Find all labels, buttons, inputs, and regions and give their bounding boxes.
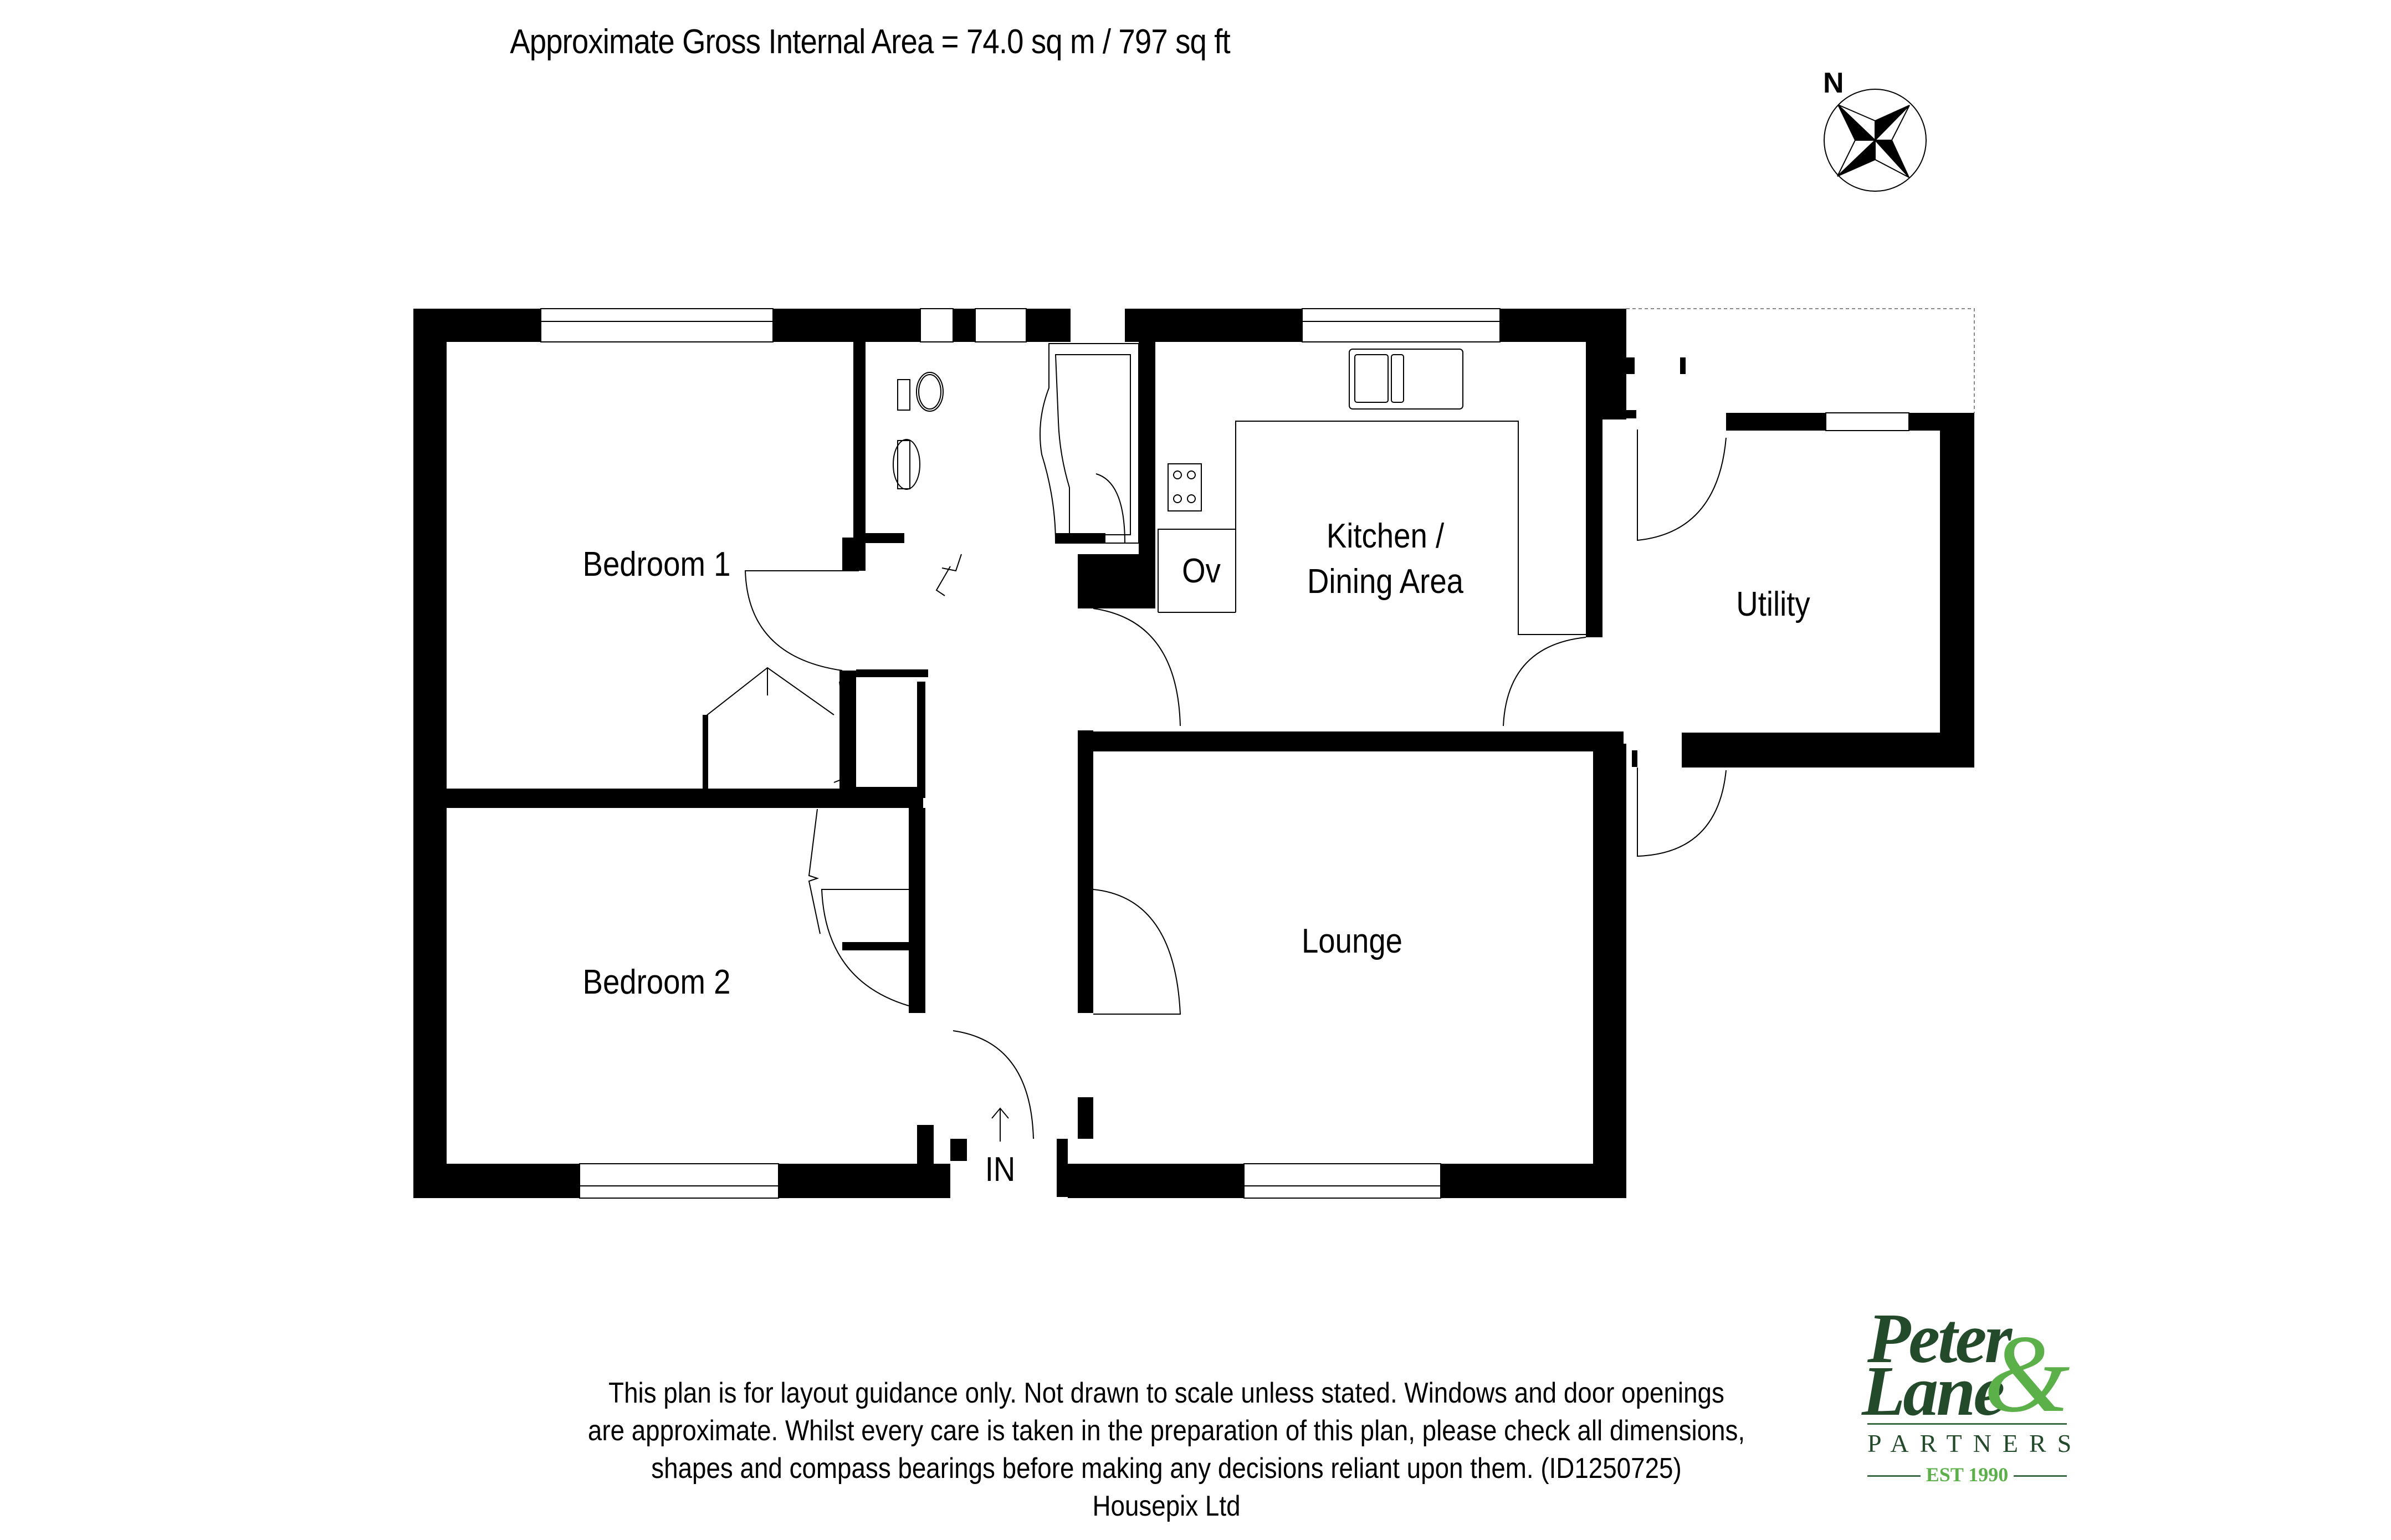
door-bedroom2 <box>821 889 909 1006</box>
compass-north-label: N <box>1823 67 1844 99</box>
logo-partners: PARTNERS <box>1867 1429 2083 1457</box>
logo-word-lane: Lane <box>1862 1352 2005 1430</box>
logo-est-text: EST 1990 <box>1920 1464 2014 1486</box>
basin-icon <box>897 440 910 489</box>
bath-icon <box>1040 343 1139 544</box>
entrance-arrow-icon <box>991 1107 1009 1142</box>
compass-rose-icon <box>1824 89 1927 192</box>
door-utility-top <box>1637 429 1727 541</box>
room-label-oven: Ov <box>1182 552 1221 590</box>
disclaimer-line4: Housepix Ltd <box>1092 1490 1241 1522</box>
disclaimer-line2: are approximate. Whilst every care is ta… <box>587 1415 1745 1447</box>
windows <box>540 308 1909 1199</box>
hob-icon <box>1168 463 1202 511</box>
kitchen-label-line2: Dining Area <box>1307 562 1464 601</box>
fixtures <box>703 343 1727 1139</box>
area-title: Approximate Gross Internal Area = 74.0 s… <box>510 23 1231 61</box>
logo-word-peter: Peter <box>1867 1299 2012 1378</box>
room-label-bedroom2: Bedroom 2 <box>582 963 731 1001</box>
room-label-utility: Utility <box>1736 585 1810 623</box>
disclaimer-line3: shapes and compass bearings before makin… <box>651 1452 1682 1485</box>
disclaimer-line1: This plan is for layout guidance only. N… <box>608 1377 1724 1409</box>
room-label-bedroom1: Bedroom 1 <box>582 545 731 584</box>
logo-divider <box>1867 1423 2067 1425</box>
door-entrance <box>953 1030 1034 1139</box>
toilet-icon <box>916 372 944 412</box>
door-utility-bottom <box>1637 768 1727 857</box>
walls <box>413 309 1974 1198</box>
door-bedroom1 <box>744 570 859 671</box>
door-kitchen <box>1093 608 1181 726</box>
sink-icon <box>1349 349 1463 410</box>
door-lounge <box>1093 889 1181 1015</box>
peter-lane-logo: Peter Lane & PARTNERS EST 1990 <box>1862 1299 2083 1486</box>
disclaimer: This plan is for layout guidance only. N… <box>569 1374 1764 1525</box>
entrance-label: IN <box>985 1150 1016 1189</box>
room-label-lounge: Lounge <box>1301 922 1403 960</box>
logo-ampersand: & <box>1984 1313 2070 1435</box>
door-kitchen-utility <box>1503 637 1586 726</box>
room-label-kitchen: Kitchen / Dining Area <box>1283 514 1488 605</box>
logo-est: EST 1990 <box>1867 1463 2067 1486</box>
kitchen-label-line1: Kitchen / <box>1326 517 1445 555</box>
